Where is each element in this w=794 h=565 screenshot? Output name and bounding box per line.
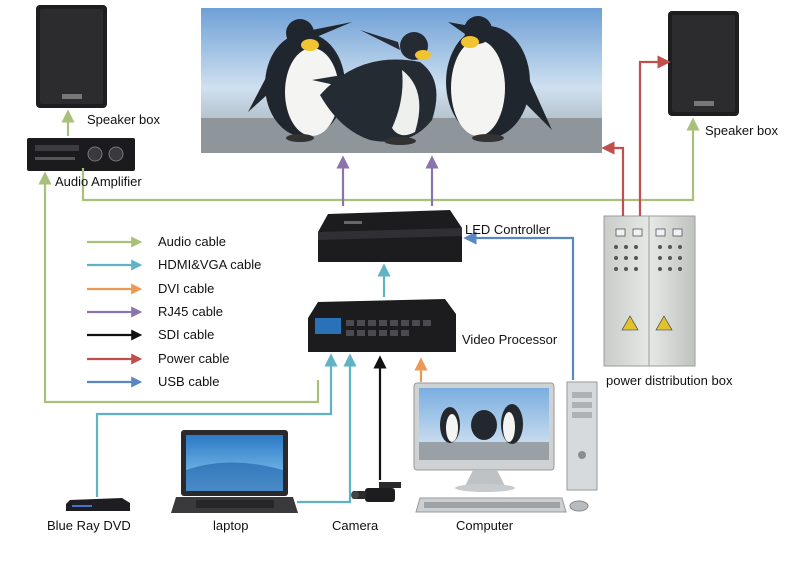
legend-label: RJ45 cable	[158, 303, 224, 319]
camera-label: Camera	[332, 518, 379, 533]
laptop-image	[171, 430, 298, 513]
computer-label: Computer	[456, 518, 514, 533]
legend-label: HDMI&VGA cable	[158, 257, 262, 273]
power-distribution-box-image	[603, 215, 696, 367]
power-distribution-box-label: power distribution box	[606, 373, 733, 388]
speaker-right-image	[668, 11, 739, 116]
legend-label: SDI cable	[158, 327, 215, 343]
audio-amplifier-image	[27, 138, 135, 171]
led-controller-image	[318, 210, 462, 262]
penguin-image	[312, 30, 437, 145]
mouse-image	[569, 500, 589, 512]
legend-swatch	[87, 376, 143, 388]
legend-swatch	[87, 329, 143, 341]
camera-image	[351, 482, 401, 502]
legend-label: Power cable	[158, 350, 230, 366]
audio-amplifier-label: Audio Amplifier	[55, 174, 142, 189]
hdmi-cable-dvd-to-processor	[95, 353, 338, 497]
laptop-label: laptop	[213, 518, 249, 533]
led-controller-label: LED Controller	[465, 222, 551, 237]
computer-tower-image	[566, 381, 598, 491]
audio-cable-to-right-speaker	[81, 117, 700, 202]
speaker-left-label: Speaker box	[87, 112, 160, 127]
power-cable-to-speaker	[638, 55, 671, 216]
computer-monitor-image	[413, 382, 555, 492]
penguin-image	[248, 19, 352, 142]
legend-label: Audio cable	[158, 234, 226, 249]
usb-cable-computer-to-controller	[463, 231, 575, 380]
power-cable-to-screen	[601, 141, 625, 216]
penguin-image	[446, 16, 552, 142]
speaker-left-image	[36, 5, 107, 108]
legend-label: USB cable	[158, 373, 220, 389]
legend-swatch	[87, 259, 143, 271]
video-processor-label: Video Processor	[462, 332, 558, 347]
led-screen	[201, 8, 602, 153]
blue-ray-dvd-label: Blue Ray DVD	[47, 518, 131, 533]
speaker-right-label: Speaker box	[705, 123, 778, 138]
audio-cable-processor-to-amp	[38, 171, 320, 404]
legend-swatch	[87, 236, 143, 248]
legend-swatch	[87, 283, 143, 295]
keyboard-image	[415, 497, 567, 513]
blue-ray-dvd-image	[66, 498, 130, 511]
hdmi-cable-laptop-to-processor	[297, 353, 357, 504]
legend-label: DVI cable	[158, 280, 215, 296]
video-processor-image	[308, 299, 456, 352]
legend-swatch	[87, 353, 143, 364]
legend-swatch	[87, 306, 143, 318]
